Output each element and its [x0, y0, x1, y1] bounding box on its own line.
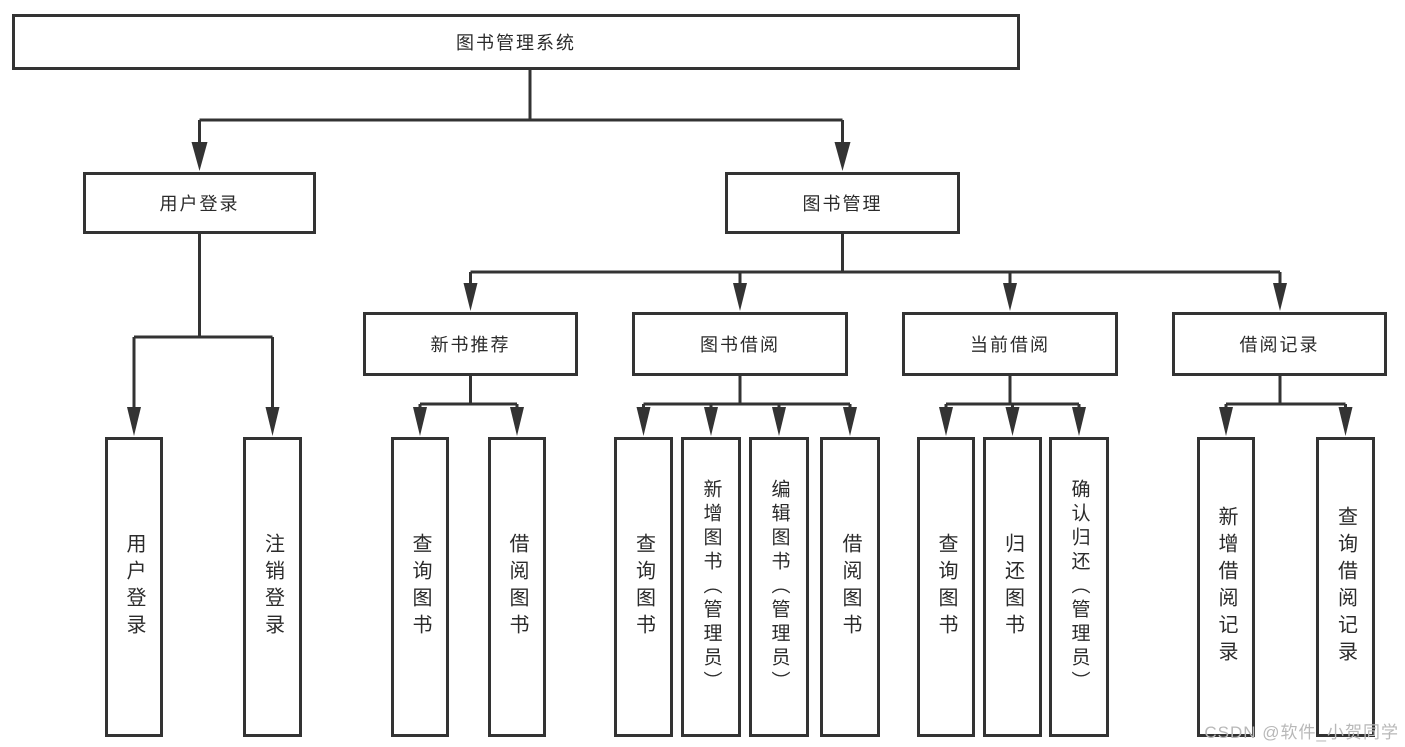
leaf-query-borrow-record: 查询借阅记录 [1316, 437, 1375, 737]
arrowhead [510, 407, 524, 436]
node-current-borrowing: 当前借阅 [902, 312, 1118, 376]
arrowhead [939, 407, 953, 436]
node-new-book-recommend-label: 新书推荐 [430, 335, 511, 355]
arrowhead [191, 142, 208, 171]
leaf-query-books-recommend: 查询图书 [391, 437, 449, 737]
leaf-add-book-admin: 新增图书（管理员） [681, 437, 741, 737]
arrowhead [772, 407, 786, 436]
node-root: 图书管理系统 [12, 14, 1020, 70]
leaf-query-books-current: 查询图书 [917, 437, 975, 737]
leaf-borrow-books-recommend: 借阅图书 [488, 437, 546, 737]
arrowhead [1273, 283, 1287, 311]
leaf-query-borrow-record-label: 查询借阅记录 [1334, 506, 1357, 668]
arrowhead [463, 283, 478, 311]
node-book-management-label: 图书管理 [802, 194, 883, 214]
leaf-confirm-return-admin: 确认归还（管理员） [1049, 437, 1109, 737]
leaf-logout-label: 注销登录 [261, 533, 284, 641]
arrowhead [1219, 407, 1233, 436]
leaf-borrow-books-borrowing: 借阅图书 [820, 437, 880, 737]
arrowhead [1338, 407, 1353, 436]
arrowhead [413, 407, 427, 436]
leaf-add-book-admin-label: 新增图书（管理员） [700, 479, 722, 695]
node-borrowing-records-label: 借阅记录 [1239, 335, 1320, 355]
leaf-logout: 注销登录 [243, 437, 302, 737]
arrowhead [1072, 407, 1086, 436]
leaf-add-borrow-record: 新增借阅记录 [1197, 437, 1255, 737]
node-borrowing-records: 借阅记录 [1172, 312, 1387, 376]
node-book-borrowing: 图书借阅 [632, 312, 848, 376]
leaf-borrow-books-borrowing-label: 借阅图书 [839, 533, 861, 641]
arrowhead [733, 283, 747, 311]
node-root-label: 图书管理系统 [456, 33, 576, 53]
leaf-query-books-current-label: 查询图书 [935, 533, 957, 641]
node-current-borrowing-label: 当前借阅 [970, 335, 1050, 355]
leaf-confirm-return-admin-label: 确认归还（管理员） [1068, 479, 1090, 695]
node-user-login: 用户登录 [83, 172, 316, 234]
leaf-add-borrow-record-label: 新增借阅记录 [1215, 506, 1237, 668]
leaf-return-book-label: 归还图书 [1001, 533, 1024, 641]
node-new-book-recommend: 新书推荐 [363, 312, 578, 376]
leaf-user-login-label: 用户登录 [123, 533, 145, 641]
arrowhead [843, 407, 857, 436]
leaf-user-login: 用户登录 [105, 437, 163, 737]
node-user-login-label: 用户登录 [159, 194, 240, 214]
leaf-query-books-borrowing: 查询图书 [614, 437, 673, 737]
leaf-return-book: 归还图书 [983, 437, 1042, 737]
node-book-borrowing-label: 图书借阅 [700, 335, 780, 355]
leaf-borrow-books-recommend-label: 借阅图书 [506, 533, 528, 641]
arrowhead [704, 407, 718, 436]
arrowhead [1005, 407, 1020, 436]
leaf-query-books-recommend-label: 查询图书 [409, 533, 431, 641]
arrowhead [127, 407, 141, 436]
leaf-edit-book-admin-label: 编辑图书（管理员） [768, 479, 790, 695]
leaf-query-books-borrowing-label: 查询图书 [632, 533, 655, 641]
arrowhead [1003, 283, 1017, 311]
arrowhead [834, 142, 851, 171]
node-book-management: 图书管理 [725, 172, 960, 234]
leaf-edit-book-admin: 编辑图书（管理员） [749, 437, 809, 737]
csdn-watermark: CSDN @软件_小贺同学 [1204, 723, 1399, 742]
arrowhead [265, 407, 280, 436]
arrowhead [636, 407, 651, 436]
